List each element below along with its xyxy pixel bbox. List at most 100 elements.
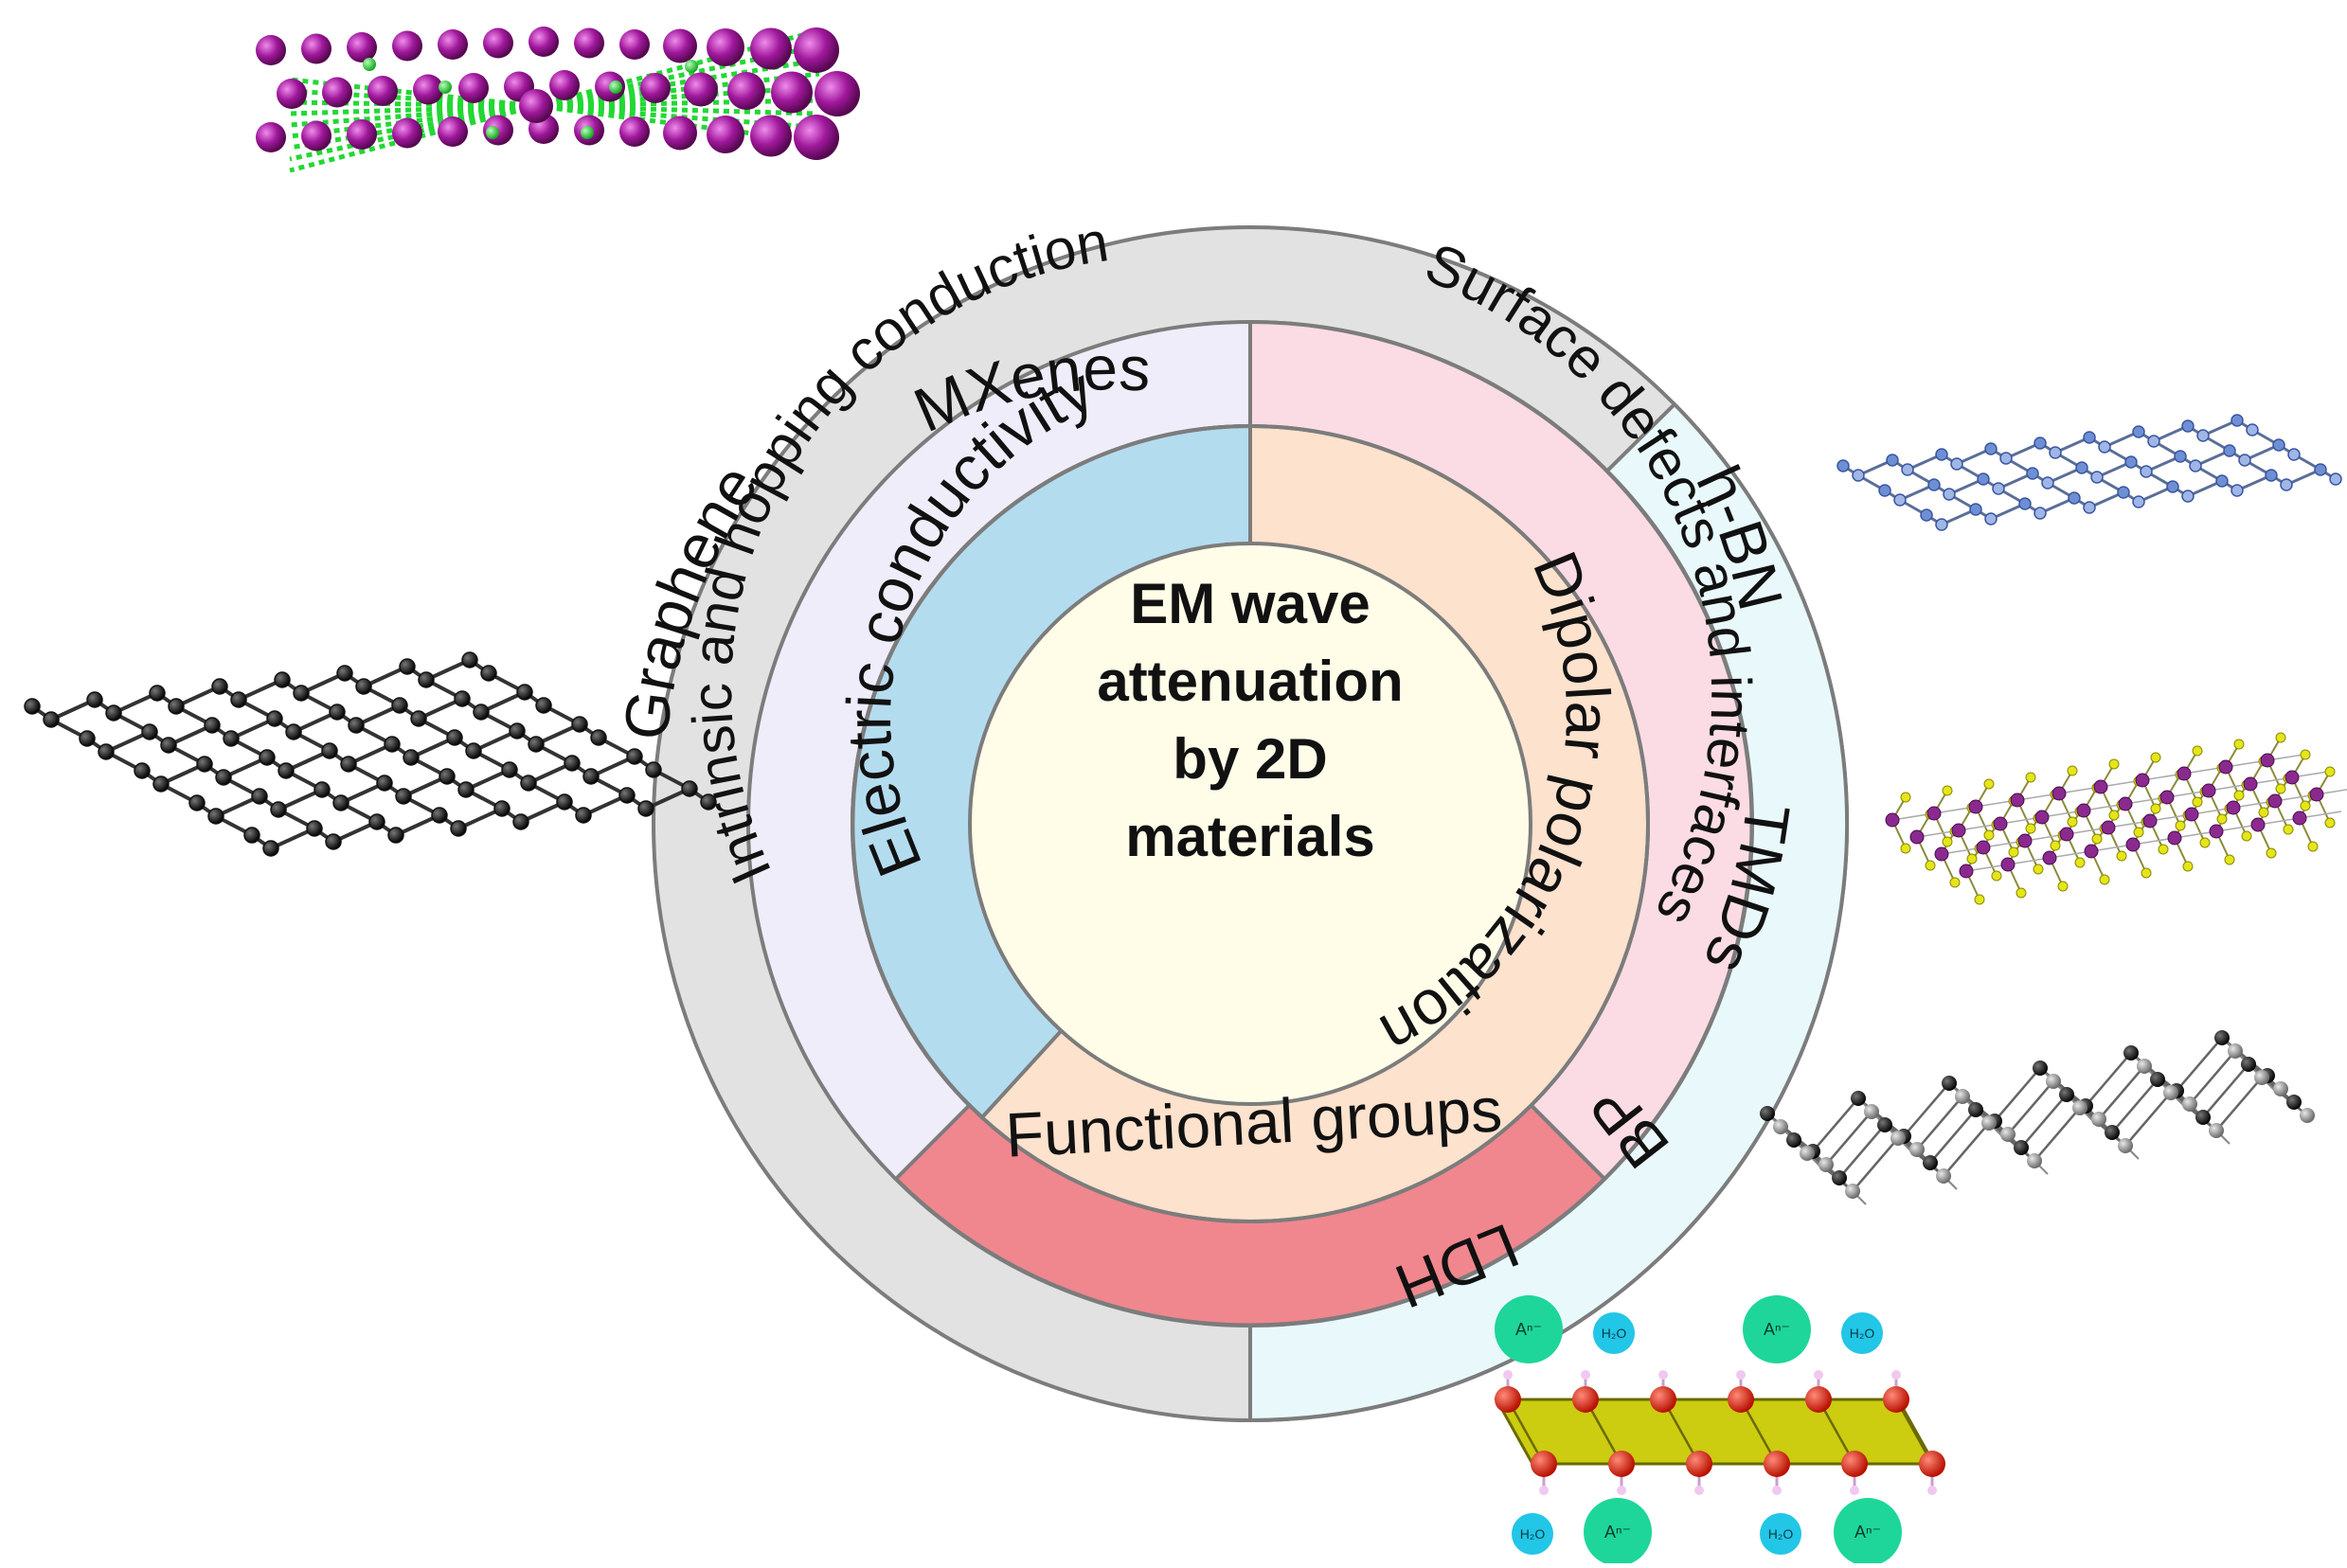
bp-atom: [2195, 1110, 2211, 1125]
graphene-atom: [306, 820, 323, 837]
tmd-chalcogen-atom: [2108, 758, 2120, 770]
tmd-chalcogen-atom: [1900, 843, 1911, 854]
ldh-hydrogen-atom: [1694, 1486, 1704, 1495]
tmd-chalcogen-atom: [2224, 854, 2235, 865]
hbn-atom: [2174, 450, 2187, 463]
hbn-atom: [2018, 497, 2032, 510]
mxene-metal-atom: [413, 74, 443, 105]
tmd-chalcogen-atom: [1949, 877, 1961, 888]
mxene-carbon-atom: [685, 60, 698, 73]
ldh-atoms: [1495, 1370, 1945, 1495]
hbn-atom: [2223, 444, 2236, 457]
hbn-atom: [1852, 469, 1865, 482]
tmd-chalcogen-atom: [2324, 817, 2336, 829]
bp-bond: [1903, 1082, 1950, 1137]
graphene-atom: [168, 698, 185, 715]
tmd-chalcogen-atom: [1900, 792, 1911, 803]
graphene-atom: [368, 813, 385, 830]
hbn-atom: [2166, 480, 2179, 493]
mxene-metal-atom: [794, 27, 839, 73]
mxene-metal-atom: [794, 115, 839, 160]
tmd-metal-atom: [1909, 829, 1925, 845]
bp-bond: [2085, 1052, 2132, 1107]
bp-bond: [2020, 1094, 2068, 1149]
hbn-atom: [2246, 423, 2259, 437]
mxene-metal-atom: [256, 35, 286, 65]
bp-atom: [1923, 1155, 1938, 1170]
ldh-hydrogen-atom: [1772, 1486, 1782, 1495]
tmd-chalcogen-atom: [1925, 860, 1936, 871]
hbn-atom: [2215, 474, 2229, 488]
mxene-metal-atom: [663, 28, 697, 63]
tmd-chalcogen-atom: [2057, 881, 2069, 892]
hbn-atom: [1901, 463, 1914, 476]
bp-atom: [1981, 1115, 1997, 1131]
graphene-atom: [149, 685, 166, 702]
graphene-atom: [211, 678, 228, 695]
tmd-chalcogen-atom: [2233, 790, 2245, 801]
bp-bond: [2033, 1107, 2081, 1162]
hbn-atom: [2287, 448, 2301, 461]
ldh-oxygen-atom: [1495, 1386, 1521, 1413]
graphene-atom: [512, 813, 529, 830]
ldh-anion-bottom-1: Aⁿ⁻: [1584, 1498, 1652, 1566]
svg-text:Aⁿ⁻: Aⁿ⁻: [1854, 1523, 1881, 1541]
ldh-water-bottom-1: H₂O: [1512, 1513, 1553, 1555]
svg-text:H₂O: H₂O: [1602, 1326, 1627, 1341]
mxene-structure-illustration: [256, 27, 860, 173]
mxene-metal-atom: [438, 29, 468, 60]
graphene-atom: [325, 833, 342, 850]
hbn-atom: [2033, 437, 2047, 450]
graphene-atom: [259, 749, 276, 766]
graphene-atom: [446, 729, 463, 746]
bp-atom: [2254, 1070, 2269, 1085]
graphene-atom: [215, 769, 232, 786]
tmd-chalcogen-atom: [2275, 732, 2286, 743]
tmd-chalcogen-atom: [2074, 857, 2086, 868]
graphene-atom: [204, 717, 221, 734]
graphene-atom: [645, 761, 662, 778]
graphene-atom: [520, 775, 537, 792]
graphene-atom: [480, 665, 497, 682]
graphene-atom: [410, 710, 427, 727]
graphene-atom: [336, 665, 353, 682]
ldh-anion-bottom-2: Aⁿ⁻: [1834, 1498, 1902, 1566]
graphene-atom: [251, 788, 268, 805]
bp-atom: [1760, 1106, 1775, 1121]
mxene-metal-atom: [549, 70, 580, 100]
hbn-atom: [2026, 467, 2039, 480]
hbn-atom: [2231, 484, 2244, 497]
tmd-chalcogen-atom: [2175, 820, 2186, 831]
graphene-atom: [98, 743, 115, 760]
ldh-octahedral-layer: [1494, 1398, 1937, 1466]
hbn-atom: [2231, 414, 2244, 427]
tmd-metal-atom: [2017, 833, 2033, 848]
ldh-hydrogen-atom: [1927, 1486, 1937, 1495]
tmd-chalcogen-atom: [2116, 850, 2127, 862]
tmd-chalcogen-atom: [2067, 765, 2078, 776]
bp-atom: [2182, 1096, 2197, 1112]
hbn-atom: [2140, 465, 2153, 478]
ldh-anion-top-1: Aⁿ⁻: [1495, 1295, 1563, 1363]
graphene-atom: [681, 780, 698, 797]
graphene-atom: [403, 749, 420, 766]
bp-atom: [2228, 1043, 2243, 1059]
hbn-atom: [2033, 507, 2047, 520]
hbn-atom: [1920, 508, 1933, 522]
graphene-atom: [141, 723, 158, 740]
tmd-metal-atom: [2250, 817, 2266, 832]
tmd-chalcogen-atom: [2258, 807, 2269, 818]
tmd-chalcogen-atom: [2133, 827, 2144, 838]
tmd-metal-atom: [2243, 776, 2258, 792]
graphene-atom: [387, 827, 404, 844]
tmd-chalcogen-atom: [2216, 813, 2228, 825]
tmd-chalcogen-atom: [2050, 840, 2061, 851]
graphene-atom: [637, 800, 654, 817]
graphene-atom: [314, 781, 331, 798]
graphene-atom: [590, 729, 607, 746]
bp-atom: [1786, 1132, 1801, 1148]
mxene-metal-atom: [519, 89, 553, 123]
graphene-atom: [376, 775, 393, 792]
graphene-atom: [348, 717, 365, 734]
bp-atom: [2137, 1059, 2152, 1074]
